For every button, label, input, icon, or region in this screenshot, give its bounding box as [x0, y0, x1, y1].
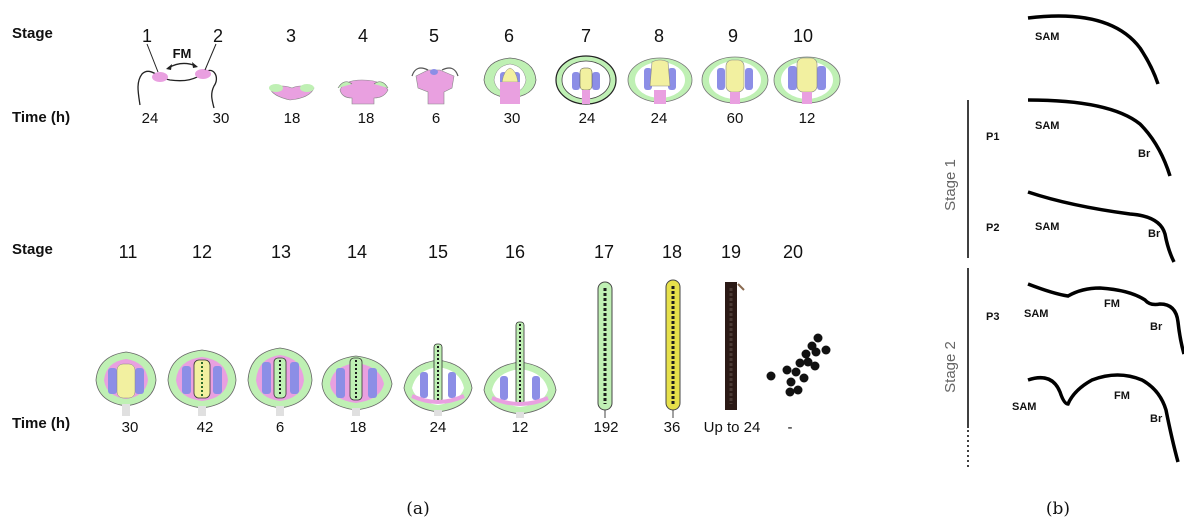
stage-6-bud	[483, 57, 537, 104]
stage-number-14: 14	[347, 242, 367, 262]
stage-number-1: 1	[142, 26, 152, 46]
stage-number-15: 15	[428, 242, 448, 262]
panel-b: SAM Stage 1 P1 SAM Br P2 SAM Br Stage 2 …	[942, 14, 1184, 470]
p2-label: P2	[986, 222, 999, 234]
row2-time-label: Time (h)	[12, 415, 70, 432]
stage-7-bud	[555, 55, 617, 105]
stage-15-flower	[403, 343, 473, 416]
stage-19-silique	[725, 282, 745, 410]
stage-number-5: 5	[429, 26, 439, 46]
stage-number-3: 3	[286, 26, 296, 46]
sam-label-p3: SAM	[1024, 308, 1048, 320]
stage-number-11: 11	[119, 242, 138, 262]
time-stage-17: 192	[593, 419, 618, 436]
time-stage-19: Up to 24	[704, 419, 761, 436]
br-label-p4: Br	[1150, 413, 1163, 425]
stage1-label: Stage 1	[942, 159, 959, 211]
time-stage-1: 24	[142, 110, 159, 127]
time-stage-13: 6	[276, 419, 284, 436]
p3-curve	[1027, 282, 1184, 355]
time-stage-18: 36	[664, 419, 681, 436]
time-stage-16: 12	[512, 419, 529, 436]
time-stage-4: 18	[358, 110, 375, 127]
stage-number-18: 18	[662, 242, 682, 262]
time-stage-20: -	[788, 419, 793, 436]
caption-a: (a)	[406, 499, 429, 519]
p1-label: P1	[986, 131, 999, 143]
fm-label-p3: FM	[1104, 298, 1120, 310]
stage-8-bud	[627, 57, 693, 104]
stage-number-16: 16	[505, 242, 525, 262]
stage-number-4: 4	[358, 26, 368, 46]
time-stage-10: 12	[799, 110, 816, 127]
stage-18-silique	[665, 279, 681, 418]
stage-number-20: 20	[783, 242, 803, 262]
stage-number-7: 7	[581, 26, 591, 46]
stage-number-12: 12	[192, 242, 212, 262]
stage-12-flower	[167, 349, 237, 416]
stage-number-17: 17	[594, 242, 614, 262]
sam-curve-0	[1027, 14, 1160, 85]
stage-9-bud	[701, 56, 769, 104]
stage-number-6: 6	[504, 26, 514, 46]
stage-5-bud	[411, 67, 459, 105]
stage-number-13: 13	[271, 242, 291, 262]
time-stage-14: 18	[350, 419, 367, 436]
caption-b: (b)	[1046, 499, 1070, 519]
time-stage-11: 30	[122, 419, 139, 436]
stage-1-2-diagram: FM	[137, 43, 218, 109]
time-stage-8: 24	[651, 110, 668, 127]
time-stage-12: 42	[197, 419, 214, 436]
p2-curve	[1027, 190, 1176, 263]
fm-label: FM	[173, 46, 192, 61]
stage-20-seeds	[766, 333, 831, 397]
p4-curve	[1027, 373, 1180, 463]
stage-number-2: 2	[213, 26, 223, 46]
time-stage-9: 60	[727, 110, 744, 127]
br-label-p3: Br	[1150, 321, 1163, 333]
stage-13-flower	[247, 347, 313, 416]
sam-label-p1: SAM	[1035, 120, 1059, 132]
stage-number-9: 9	[728, 26, 738, 46]
br-label-p1: Br	[1138, 148, 1151, 160]
time-stage-6: 30	[504, 110, 521, 127]
stage-16-flower	[483, 321, 557, 418]
fm-label-p4: FM	[1114, 390, 1130, 402]
p1-curve	[1027, 98, 1172, 177]
br-label-p2: Br	[1148, 228, 1161, 240]
row1-time-label: Time (h)	[12, 109, 70, 126]
sam-label-p4: SAM	[1012, 401, 1036, 413]
stage-17-silique	[597, 281, 613, 418]
stage-number-10: 10	[793, 26, 813, 46]
stage-number-19: 19	[721, 242, 741, 262]
stage-10-bud	[773, 56, 841, 104]
sam-label-0: SAM	[1035, 31, 1059, 43]
p3-label: P3	[986, 311, 999, 323]
row1-stage-label: Stage	[12, 25, 53, 42]
sam-label-p2: SAM	[1035, 221, 1059, 233]
row2-stage-label: Stage	[12, 241, 53, 258]
stage-14-flower	[321, 355, 393, 416]
stage-4-bud	[337, 79, 389, 105]
stage-11-flower	[95, 351, 157, 416]
time-stage-3: 18	[284, 110, 301, 127]
stage2-label: Stage 2	[942, 341, 959, 393]
stage-number-8: 8	[654, 26, 664, 46]
time-stage-5: 6	[432, 110, 440, 127]
time-stage-15: 24	[430, 419, 447, 436]
time-stage-7: 24	[579, 110, 596, 127]
stage-3-bud	[269, 84, 315, 101]
time-stage-2: 30	[213, 110, 230, 127]
